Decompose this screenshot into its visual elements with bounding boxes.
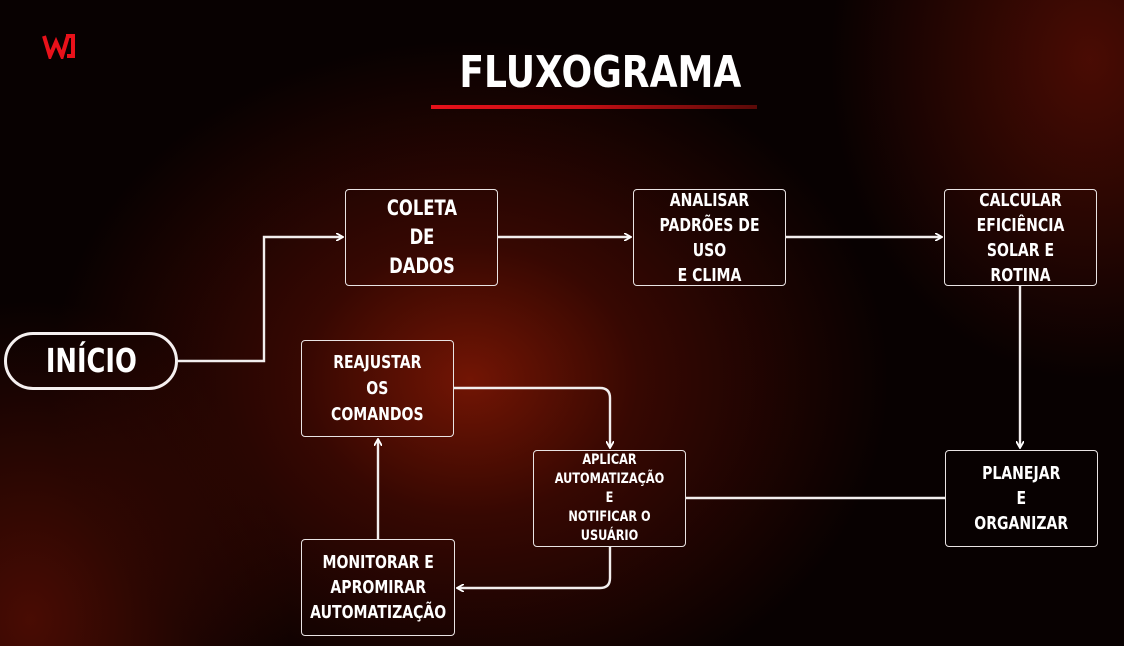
edge-reajustar-to-aplicar bbox=[454, 386, 610, 447]
calculate-efficiency-label: CALCULAR EFICIÊNCIA SOLAR E ROTINA bbox=[976, 189, 1065, 286]
calculate-efficiency-node: CALCULAR EFICIÊNCIA SOLAR E ROTINA bbox=[944, 189, 1097, 286]
plan-organize-node: PLANEJAR E ORGANIZAR bbox=[945, 450, 1098, 547]
title-underline bbox=[431, 105, 757, 109]
collect-data-label: COLETA DE DADOS bbox=[386, 196, 457, 278]
apply-automation-node: APLICAR AUTOMATIZAÇÃO E NOTIFICAR O USUÁ… bbox=[533, 450, 686, 547]
apply-automation-label: APLICAR AUTOMATIZAÇÃO E NOTIFICAR O USUÁ… bbox=[554, 452, 665, 544]
readjust-commands-label: REAJUSTAR OS COMANDOS bbox=[331, 351, 424, 425]
page-title: FLUXOGRAMA bbox=[459, 47, 742, 98]
monitor-improve-label: MONITORAR E APROMIRAR AUTOMATIZAÇÃO bbox=[309, 552, 447, 623]
analyze-patterns-label: ANALISAR PADRÕES DE USO E CLIMA bbox=[659, 189, 760, 286]
w-logo-icon bbox=[42, 34, 75, 59]
collect-data-node: COLETA DE DADOS bbox=[345, 189, 498, 286]
analyze-patterns-node: ANALISAR PADRÕES DE USO E CLIMA bbox=[633, 189, 786, 286]
plan-organize-label: PLANEJAR E ORGANIZAR bbox=[974, 463, 1069, 534]
start-node-label: INÍCIO bbox=[45, 341, 137, 380]
monitor-improve-node: MONITORAR E APROMIRAR AUTOMATIZAÇÃO bbox=[301, 539, 455, 636]
edge-aplicar-to-monitorar bbox=[458, 547, 612, 588]
start-node: INÍCIO bbox=[4, 332, 178, 390]
readjust-commands-node: REAJUSTAR OS COMANDOS bbox=[301, 340, 454, 437]
